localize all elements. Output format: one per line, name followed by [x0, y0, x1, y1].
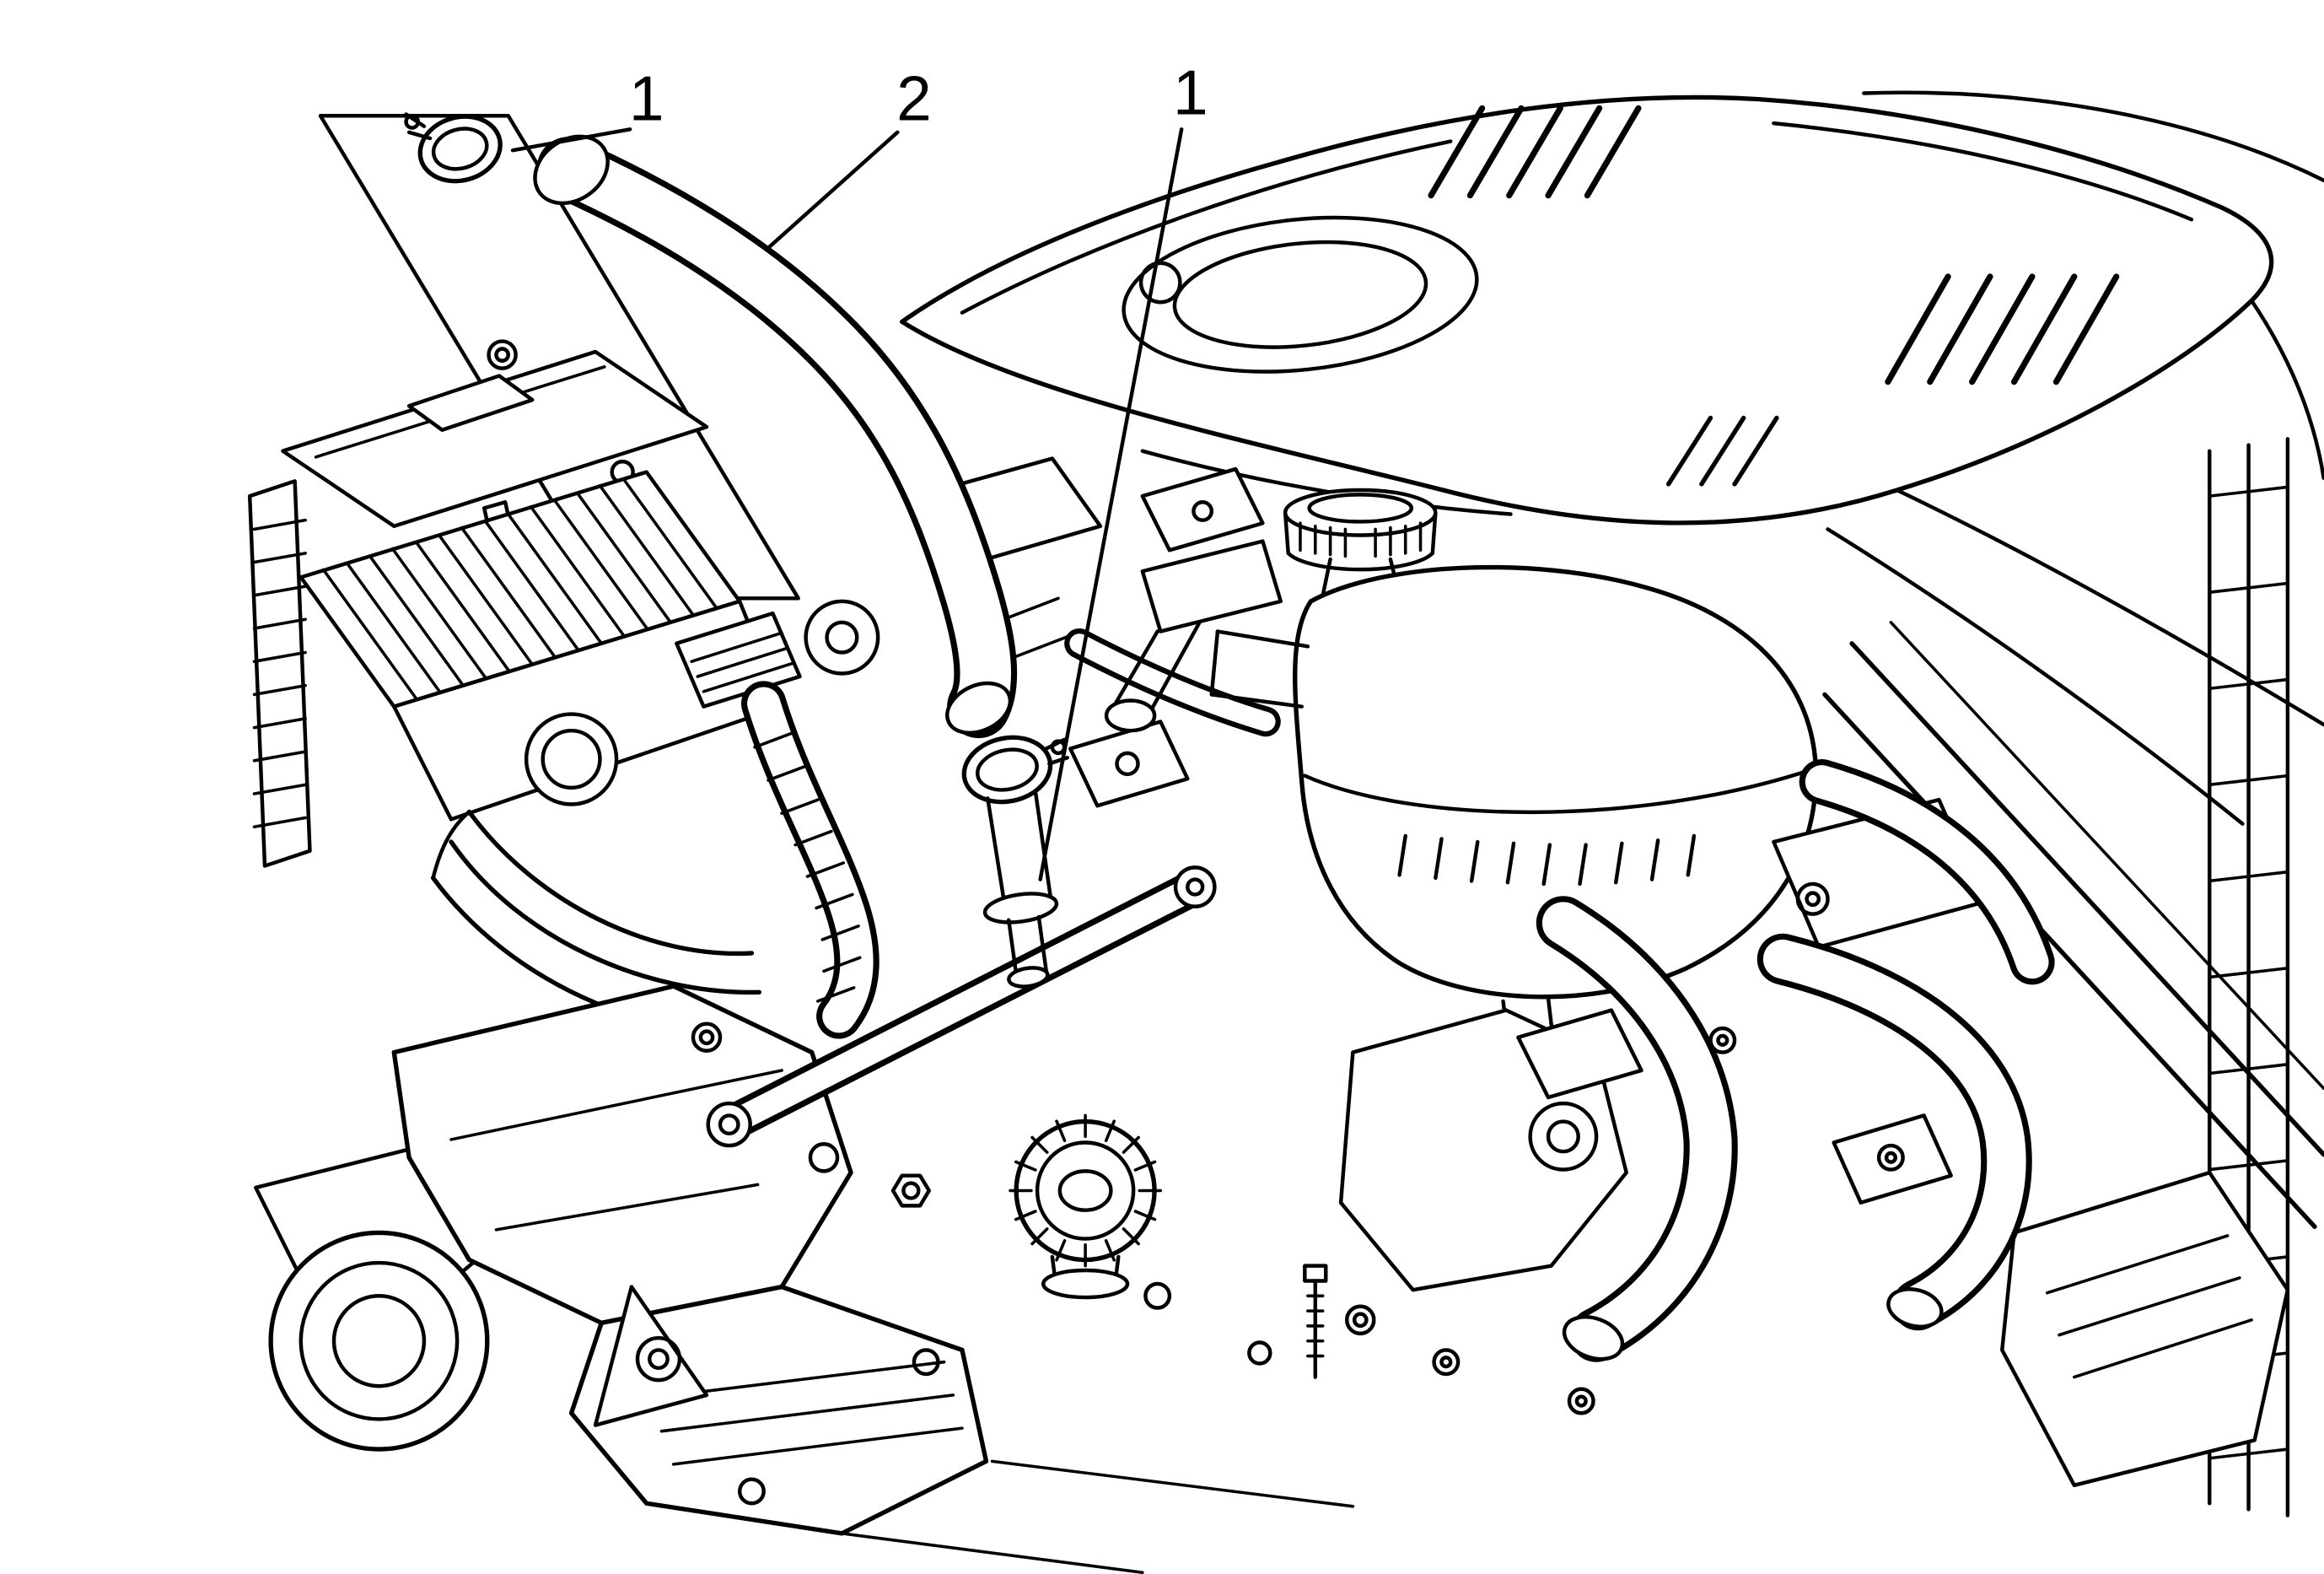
tank-slots [1397, 833, 1697, 887]
cover-vents-left [1428, 105, 1642, 199]
side-panel-ribs [252, 518, 307, 829]
heat-sink-fins [321, 477, 719, 701]
filler-neck-tube [982, 791, 1059, 989]
threaded-stud [1303, 1264, 1328, 1379]
cover-vents-right [1885, 273, 2120, 385]
manifold-runners [430, 809, 767, 1038]
transmission-housing [391, 865, 1355, 1574]
hose-open-end-top [533, 134, 610, 206]
callout-label-2: 2 [896, 63, 932, 134]
callout-leader-2 [767, 130, 900, 249]
hose-clamp-lower [961, 735, 1069, 805]
wiring-harness [740, 681, 880, 1039]
hose-clamp-upper [404, 112, 503, 184]
round-cap [524, 712, 619, 806]
callout-leaders [510, 127, 1184, 881]
tank-cap [1283, 488, 1438, 572]
cover-vents-small [1665, 415, 1779, 487]
hose-open-end-bottom [945, 681, 1013, 736]
callout-label-1-lower: 1 [1173, 57, 1208, 127]
engine-accessories [804, 456, 1281, 808]
pulley [804, 599, 880, 676]
pressure-cap [1009, 1113, 1162, 1300]
power-module [247, 339, 802, 868]
callout-leader-1-lower [1038, 127, 1184, 881]
harness-ribs [753, 731, 862, 1003]
cap-knurling [1009, 1113, 1162, 1268]
coolant-surge-tank [1104, 488, 1819, 1070]
engine-cover [900, 90, 2324, 826]
module-label-patch [406, 374, 535, 432]
right-side-structure [1772, 437, 2324, 1517]
callout-label-1-upper: 1 [629, 63, 664, 134]
coolant-hose-part [533, 134, 1018, 739]
callout-leader-1-upper [510, 127, 632, 153]
cover-recess [1122, 215, 1479, 374]
lower-engine-right [1303, 896, 2032, 1415]
